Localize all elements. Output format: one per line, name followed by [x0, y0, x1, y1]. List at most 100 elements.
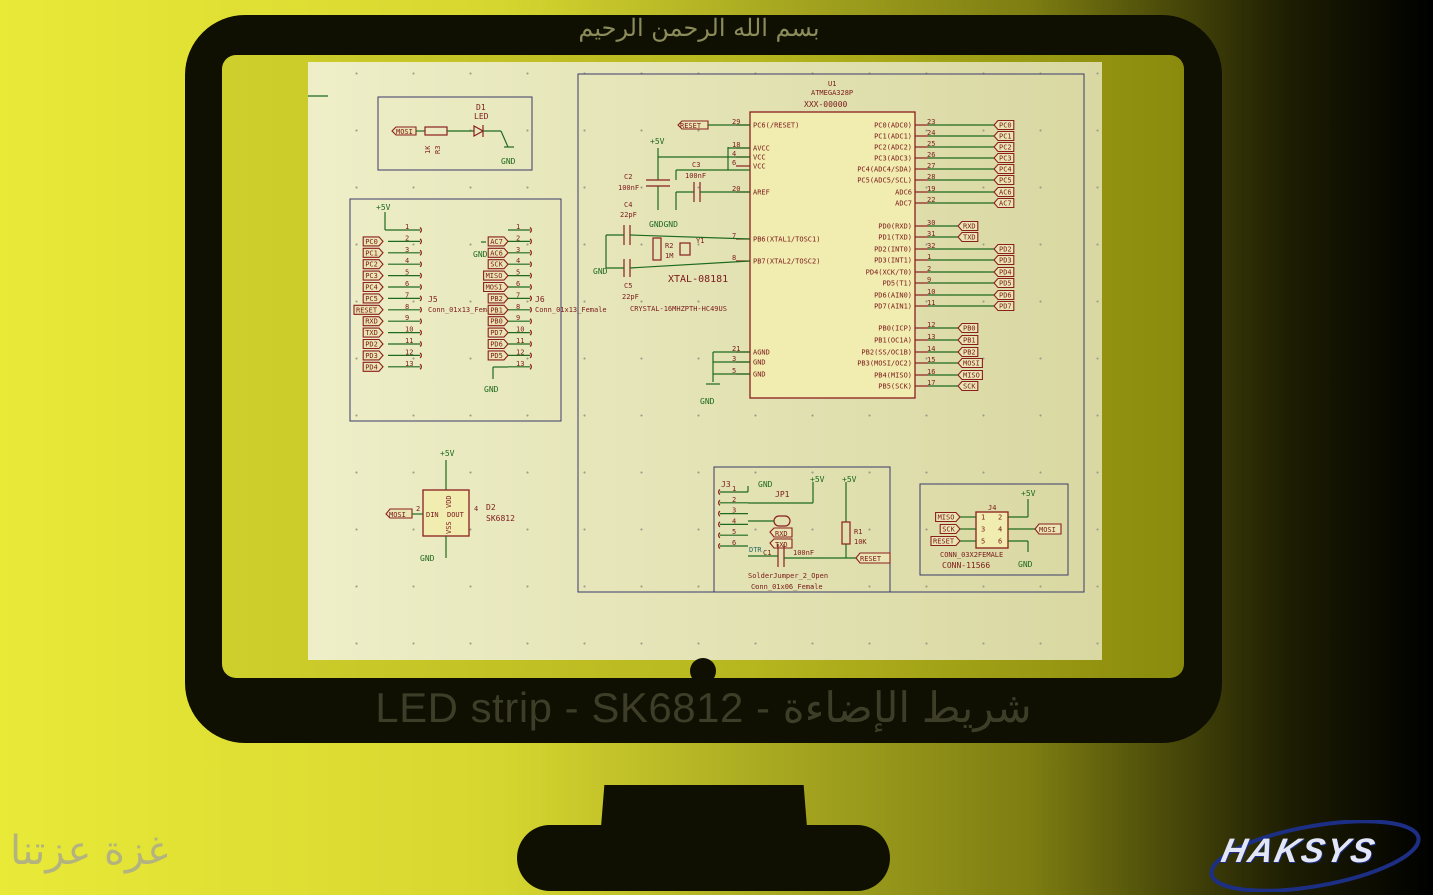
net-label-j4-reset: [930, 535, 961, 547]
j5-socket: [419, 284, 422, 290]
j6-pin-num: 10: [516, 326, 524, 334]
d1-gnd: GND: [501, 157, 516, 166]
u1-pin-name: PC2(ADC2): [874, 144, 912, 152]
d2-pin4: 4: [474, 505, 478, 513]
net-label-pb0-text: PB0: [490, 318, 503, 326]
j6-socket: [529, 249, 532, 256]
d2-din: DIN: [426, 511, 439, 519]
net-label-pd3-text: PD3: [999, 257, 1012, 265]
j5-ref: J5: [428, 295, 438, 304]
u1-pin-num: 23: [927, 118, 935, 126]
net-label-ac7: [487, 236, 509, 247]
j6-socket: [529, 363, 532, 370]
j5-socket: [419, 306, 422, 313]
j5-pin-num: 4: [405, 257, 409, 265]
u1-pin-num: 12: [927, 321, 935, 329]
j5-socket: [419, 295, 422, 302]
net-label-miso: [957, 369, 983, 381]
u1-pin-name: PB7(XTAL2/TOSC2): [753, 258, 820, 266]
net-label-ac6-text: AC6: [999, 189, 1012, 197]
j6-gnd: GND: [473, 250, 488, 259]
r2-ref: R2: [665, 242, 673, 250]
j6-pin-num: 13: [516, 360, 524, 368]
j4-pin-num: 1: [981, 514, 985, 522]
d2-body: [422, 489, 470, 537]
net-label-txd-text: TXD: [963, 234, 976, 242]
net-label-pc3-text: PC3: [365, 272, 378, 280]
net-label-pc1-text: PC1: [365, 249, 378, 257]
net-label-reset: [353, 304, 384, 315]
u1-pin-num: 9: [927, 276, 931, 284]
u1-pin-name: ADC6: [895, 189, 912, 197]
j3-pin-num: 3: [732, 507, 736, 515]
u1-pin-name: PB0(ICP): [878, 325, 912, 333]
j6-socket: [529, 318, 532, 325]
u1-pin-name: PC3(ADC3): [874, 155, 912, 163]
j3-ref: J3: [721, 480, 731, 489]
net-label-pb2: [487, 293, 509, 304]
u1-part: ATMEGA328P: [811, 89, 853, 97]
net-label-pc3: [362, 270, 384, 281]
net-label-ac7-text: AC7: [999, 200, 1012, 208]
j3-socket: [718, 489, 721, 495]
j4-pin-num: 2: [998, 514, 1002, 522]
u1-atmega328p: [749, 111, 916, 399]
net-label-pc0: [362, 236, 384, 247]
c4-value: 22pF: [620, 211, 637, 219]
j3-socket: [718, 521, 721, 528]
u1-pin-num: 15: [927, 356, 935, 364]
net-label-pc4: [362, 281, 384, 293]
j4-mosi-text: MOSI: [1039, 526, 1056, 534]
net-label-pd6: [993, 289, 1015, 301]
u1-pin-num: 10: [927, 288, 935, 296]
j5-socket: [419, 249, 422, 256]
haksys-logo-text: HAKSYS: [1218, 832, 1380, 870]
net-label-ac7-text: AC7: [490, 238, 503, 246]
u1-pin-name: PB2(SS/OC1B): [861, 349, 912, 357]
j6-pin-num: 3: [516, 246, 520, 254]
net-label-pc4-text: PC4: [999, 166, 1012, 174]
c3-ref: C3: [692, 161, 700, 169]
net-label-pb1: [487, 304, 509, 315]
j6-value: Conn_01x13_Female: [535, 306, 607, 314]
net-label-pd7: [487, 327, 509, 338]
j5-socket: [419, 227, 422, 233]
u1-gnd: GND: [700, 397, 715, 406]
u1-pin-num: 25: [927, 140, 935, 148]
u1-pin-name: PD3(INT1): [874, 257, 912, 265]
jp1-ref: JP1: [775, 490, 790, 499]
j6-socket: [529, 341, 532, 347]
j3-pin-num: 5: [732, 528, 736, 536]
net-label-mosi: [957, 357, 983, 369]
jp1-txd: TXD: [775, 541, 788, 549]
r1-value: 10K: [854, 538, 867, 546]
mcu-plus5v: +5V: [650, 137, 665, 146]
net-label-pb1: [957, 334, 979, 346]
u1-pin-num: 30: [927, 219, 935, 227]
d1-ref: D1: [476, 103, 486, 112]
u1-pin-name: ADC7: [895, 200, 912, 208]
d1-frame: [377, 96, 533, 171]
j5-socket: [419, 329, 422, 336]
u1-pin-name: PB3(MOSI/OC2): [857, 360, 912, 368]
net-label-mosi-j4: [1034, 523, 1062, 535]
d1-diode-symbol: [473, 124, 485, 138]
u1-pin-num: 5: [732, 367, 736, 375]
net-label-ac6: [993, 186, 1015, 198]
y1-ref: Y1: [696, 237, 704, 245]
net-label-pd5-text: PD5: [999, 280, 1012, 288]
u1-pin-name: PC4(ADC4/SDA): [857, 166, 912, 174]
net-label-txd: [362, 327, 384, 338]
j4-pin-num: 3: [981, 526, 985, 534]
net-label-rxd: [957, 220, 979, 232]
j5-pin-num: 3: [405, 246, 409, 254]
net-label-ac7: [993, 197, 1015, 209]
net-label-pc3-text: PC3: [999, 155, 1012, 163]
j5-pin-num: 6: [405, 280, 409, 288]
net-label-txd-text: TXD: [365, 329, 378, 337]
j3-socket: [718, 543, 721, 549]
r3-resistor: [424, 126, 448, 136]
net-label-pc1-text: PC1: [999, 133, 1012, 141]
j4-pin-num: 5: [981, 538, 985, 546]
